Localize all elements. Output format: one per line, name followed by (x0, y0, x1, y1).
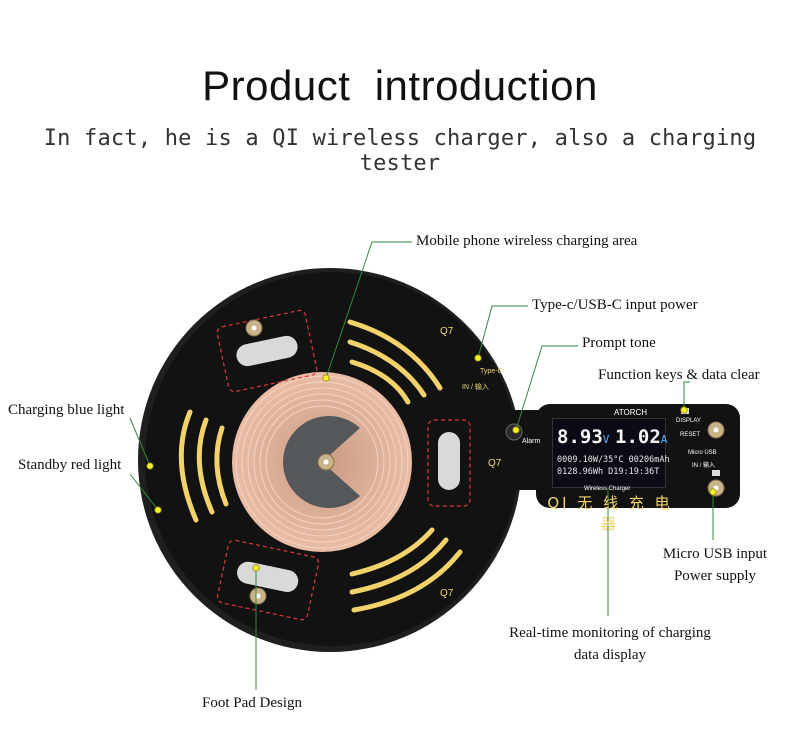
callout-micro-usb-line2: Power supply (673, 568, 757, 584)
gold-arcs-top (347, 319, 443, 405)
silk-display: DISPLAY (676, 418, 701, 424)
lcd-display: 8.93V 1.02A 0009.10W/35°C 00206mAh 0128.… (552, 418, 670, 488)
callout-prompt-tone: Prompt tone (582, 335, 656, 351)
micro-usb-port (712, 470, 720, 476)
foot-pad-top (216, 309, 318, 393)
callout-typec-input: Type-c/USB-C input power (532, 297, 698, 313)
callout-realtime-monitoring: Real-time monitoring of charging data di… (496, 622, 724, 666)
foot-pad-bottom (216, 539, 320, 621)
silk-in: IN / 输入 (462, 384, 489, 391)
lcd-current-unit: A (660, 433, 668, 446)
silk-typec: Type-C (480, 368, 503, 375)
callout-foot-pad: Foot Pad Design (202, 695, 303, 711)
silk-q7-bottom: Q7 (440, 588, 454, 599)
silk-brand: ATORCH (614, 408, 648, 417)
pcb-neck (470, 410, 540, 490)
gold-arcs-bottom (349, 527, 463, 613)
screw-centers (251, 325, 719, 599)
callout-charging-area: Mobile phone wireless charging area (416, 233, 638, 249)
page-title: Product introduction (202, 62, 598, 109)
callout-markers (146, 354, 717, 572)
silk-wireless: Wireless Charger (584, 486, 631, 492)
callout-red-light: Standby red light (18, 457, 122, 473)
silk-q7-mid: Q7 (488, 458, 502, 469)
lcd-voltage-group: 8.93V (557, 427, 609, 450)
callout-realtime-line1: Real-time monitoring of charging (509, 625, 711, 641)
page-subtitle: In fact, he is a QI wireless charger, al… (43, 126, 757, 176)
lcd-row-2: 0128.96Wh D19:19:36T (557, 467, 660, 477)
silk-alarm: Alarm (522, 438, 541, 445)
silk-reset: RESET (680, 432, 701, 438)
lcd-voltage-unit: V (602, 433, 610, 446)
lcd-current: 1.02 (615, 426, 661, 448)
callout-realtime-line2: data display (573, 647, 647, 663)
lcd-row-1: 0009.10W/35°C 00206mAh (557, 455, 670, 465)
silk-chinese-name: QI 无 线 充 电 器 (547, 494, 673, 533)
callout-micro-usb-line1: Micro USB input (662, 546, 768, 562)
lcd-voltage: 8.93 (557, 426, 603, 448)
callout-micro-usb: Micro USB input Power supply (652, 543, 778, 587)
lcd-current-group: 1.02A (615, 427, 667, 450)
silk-micro: Micro USB (688, 450, 717, 456)
callout-function-keys: Function keys & data clear (598, 367, 760, 383)
silk-micro-in: IN / 输入 (692, 463, 716, 469)
foot-pad-mid (427, 419, 471, 507)
silk-q7-top: Q7 (440, 326, 454, 337)
callout-blue-light: Charging blue light (8, 402, 125, 418)
gold-arcs-left (178, 409, 229, 523)
